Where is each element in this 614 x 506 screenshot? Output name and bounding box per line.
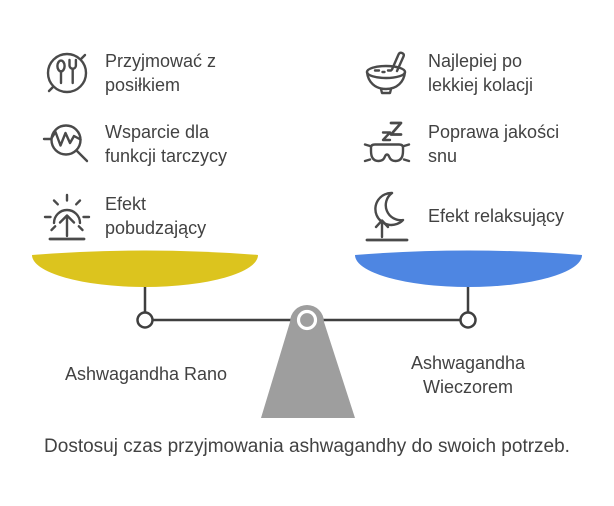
benefit-item-morning-3: Efekt pobudzający — [42, 188, 255, 244]
benefit-item-morning-2: Wsparcie dla funkcji tarczycy — [42, 116, 255, 172]
benefit-item-evening-3: Efekt relaksujący — [362, 188, 590, 244]
porridge-bowl-spoon-icon — [362, 47, 412, 99]
benefit-item-morning-1: Przyjmować z posiłkiem — [42, 45, 255, 101]
benefit-label: Najlepiej po lekkiej kolacji — [428, 51, 534, 95]
benefit-item-evening-1: Najlepiej po lekkiej kolacji — [362, 45, 590, 101]
benefit-item-evening-2: Poprawa jakości snu — [362, 116, 590, 172]
magnifier-pulse-icon — [42, 118, 92, 170]
sunrise-arrow-icon — [42, 190, 92, 242]
fulcrum — [261, 305, 355, 418]
fulcrum-pivot-ring — [296, 309, 318, 331]
right-pan-label: Ashwagandha Wieczorem — [410, 353, 526, 397]
right-pan — [355, 250, 582, 287]
sleep-mask-zzz-icon — [362, 118, 412, 170]
balance-scale — [32, 250, 582, 418]
moon-arrow-icon — [362, 190, 412, 242]
left-pivot-circle — [136, 311, 154, 329]
left-pan — [32, 250, 258, 287]
caption: Dostosuj czas przyjmowania ashwagandhy d… — [44, 436, 570, 457]
benefit-label: Efekt pobudzający — [105, 194, 207, 238]
meal-plate-cutlery-icon — [42, 47, 92, 99]
benefit-label: Poprawa jakości snu — [428, 122, 560, 166]
benefit-label: Wsparcie dla funkcji tarczycy — [105, 122, 228, 166]
benefit-label: Przyjmować z posiłkiem — [105, 51, 217, 95]
right-pivot-circle — [459, 311, 477, 329]
benefit-label: Efekt relaksujący — [428, 206, 565, 226]
left-pan-label: Ashwagandha Rano — [64, 364, 228, 384]
